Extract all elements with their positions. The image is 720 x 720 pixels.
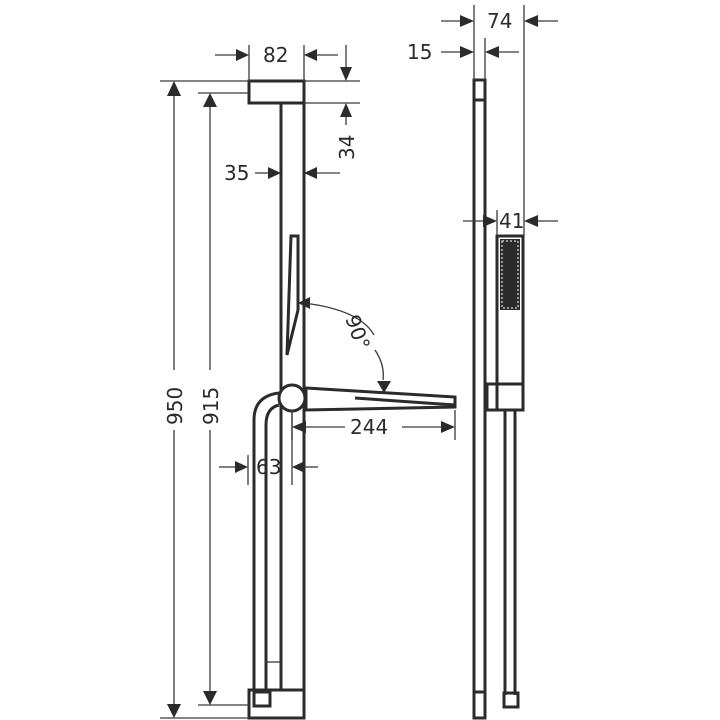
arrow-icon [235,461,248,473]
arrow-icon [377,381,391,393]
top-mount-block [247,79,306,105]
arrow-icon [460,46,474,58]
pivot-joint [277,383,307,413]
arrow-icon [203,691,217,705]
dim-34: 34 [335,135,359,160]
arrow-icon [485,46,499,58]
hose-outer [252,391,280,690]
shelf-edge [354,396,456,407]
holder [485,382,525,412]
dim-74: 74 [487,9,512,33]
arrow-icon [340,67,352,81]
dim-90-degrees: 90° [340,312,375,354]
arrow-icon [304,49,317,61]
arrow-icon [292,421,306,433]
arrow-icon [298,297,310,309]
dim-41: 41 [499,209,524,233]
hose-connector [252,690,272,708]
dim-82: 82 [263,43,288,67]
arrow-icon [203,93,217,107]
hose-end [502,691,520,709]
arrow-icon [460,15,474,27]
bottom-mount-block [247,688,306,720]
dim-63: 63 [256,455,281,479]
arrow-icon [268,167,281,179]
dim-15: 15 [407,40,432,64]
arrow-icon [304,167,317,179]
arrow-icon [292,461,305,473]
arrow-icon [236,49,249,61]
front-view [247,79,457,720]
arrow-icon [483,215,497,227]
spray-face [500,239,520,310]
dim-244: 244 [350,415,388,439]
dim-35: 35 [224,161,249,185]
arrow-icon [524,15,538,27]
dim-915: 915 [199,387,223,425]
arrow-icon [340,103,352,117]
arrow-icon [167,704,181,718]
arrow-icon [524,215,538,227]
front-dimensions: 82 34 35 950 915 90° [160,43,456,719]
arrow-icon [167,81,181,96]
side-view [472,78,525,720]
side-dimensions: 74 15 41 [407,5,558,236]
hose-inner [264,403,280,690]
arrow-icon [441,421,455,433]
rail-side [472,78,487,720]
dim-950: 950 [163,387,187,425]
shelf-folded [285,234,300,356]
